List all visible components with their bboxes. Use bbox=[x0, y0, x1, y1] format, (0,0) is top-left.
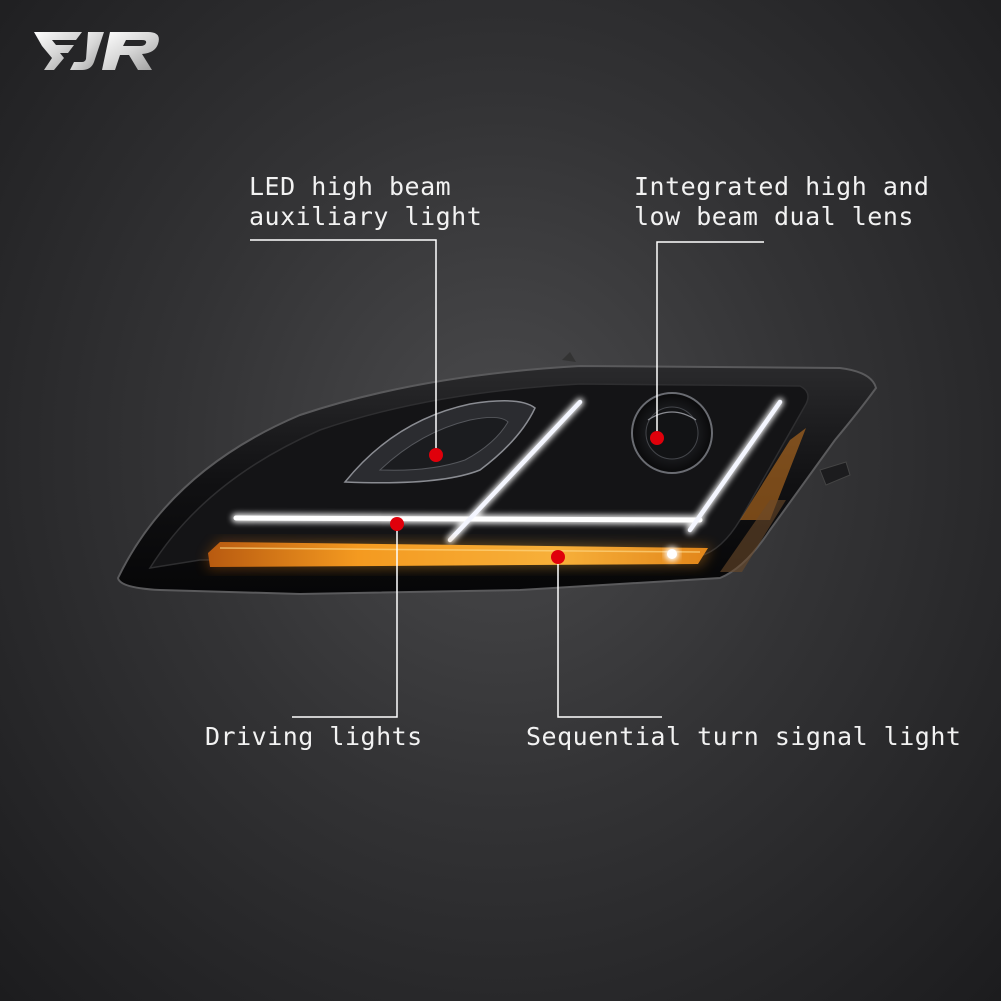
leader-line-dual-lens bbox=[656, 241, 764, 438]
marker-turn-signal bbox=[551, 550, 565, 564]
markers bbox=[390, 431, 664, 564]
callout-line: Integrated high and bbox=[634, 172, 930, 201]
leader-line-driving-lights bbox=[292, 524, 398, 718]
drl-strips bbox=[233, 399, 783, 543]
callout-line: Sequential turn signal light bbox=[526, 722, 962, 751]
leader-lines bbox=[250, 239, 764, 718]
marker-driving-lights bbox=[390, 517, 404, 531]
callout-driving-lights: Driving lights bbox=[205, 722, 423, 752]
callout-line: Driving lights bbox=[205, 722, 423, 751]
brand-logo bbox=[34, 32, 159, 70]
callout-turn-signal: Sequential turn signal light bbox=[526, 722, 961, 752]
callout-dual-lens: Integrated high and low beam dual lens bbox=[634, 172, 929, 232]
marker-led-high-beam bbox=[429, 448, 443, 462]
leader-line-turn-signal bbox=[557, 557, 662, 718]
callout-line: low beam dual lens bbox=[634, 202, 914, 231]
leader-line-led-high-beam bbox=[250, 239, 437, 455]
callout-line: LED high beam bbox=[249, 172, 452, 201]
callout-line: auxiliary light bbox=[249, 202, 483, 231]
callout-led-high-beam: LED high beam auxiliary light bbox=[249, 172, 482, 232]
marker-dual-lens bbox=[650, 431, 664, 445]
